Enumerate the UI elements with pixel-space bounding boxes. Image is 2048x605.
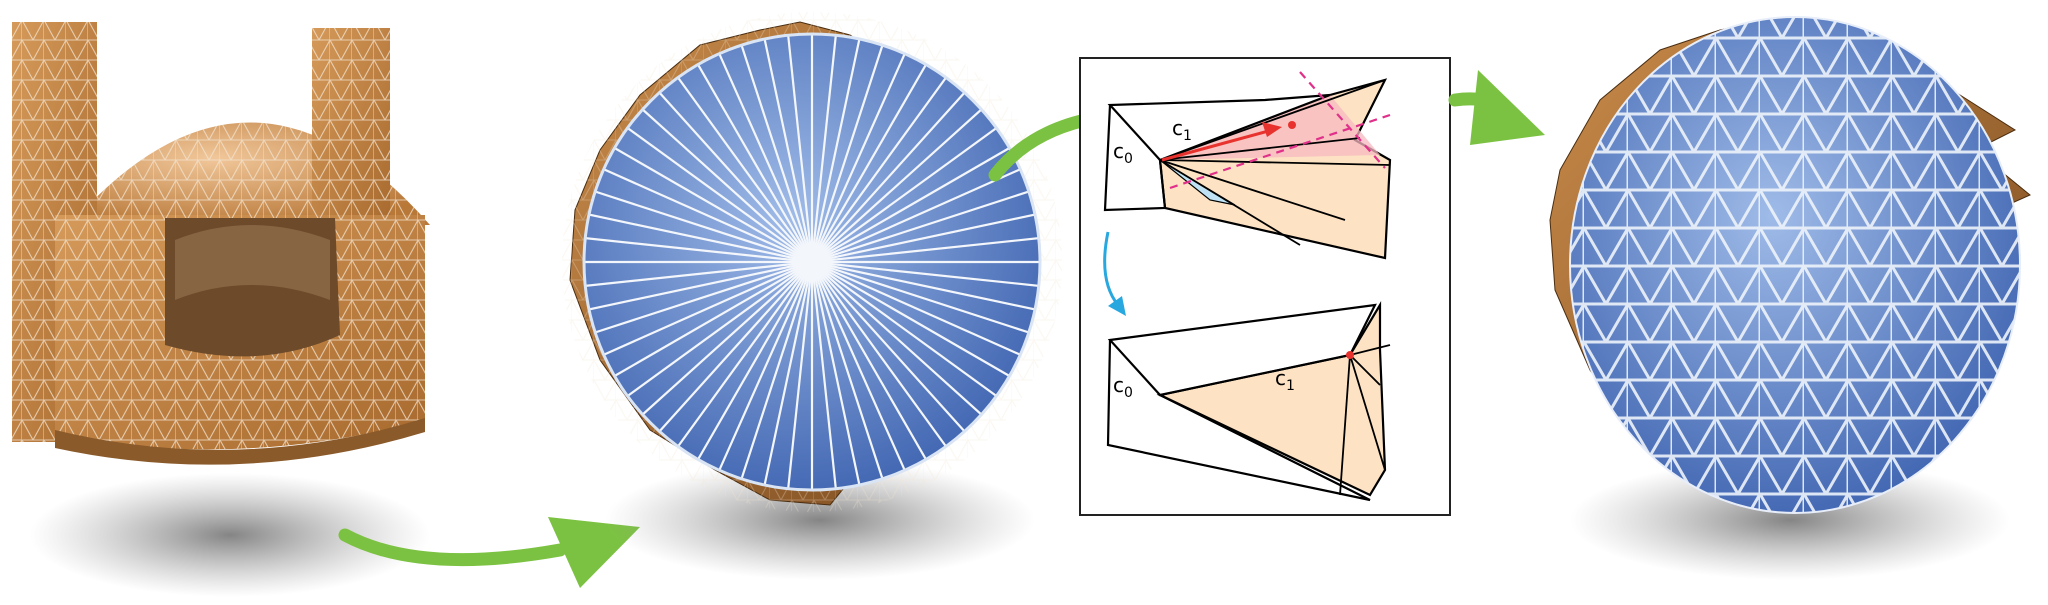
fan-edge [810, 38, 886, 263]
fan-edge [811, 260, 1040, 312]
fan-edge [588, 188, 813, 264]
fan-edge [738, 261, 814, 486]
fan-edge [621, 261, 813, 402]
fan-edge [588, 260, 813, 336]
fan-edge [584, 236, 813, 264]
fan-edge [811, 122, 1003, 263]
blue-curved-arrow [1103, 231, 1126, 316]
fan-edge [672, 261, 813, 453]
fan-edge [811, 236, 1040, 264]
fan-edge [738, 38, 814, 263]
inset-top: c0 c1 [1103, 71, 1392, 260]
fan-edge [811, 260, 1040, 288]
fan-edge [596, 260, 813, 359]
fan-edge [810, 46, 909, 263]
fan-edge [715, 46, 814, 263]
fan-edge [811, 71, 952, 263]
fan-edge [811, 57, 931, 263]
fan-edge [584, 260, 813, 288]
fan-edge [584, 212, 813, 264]
label-c0: c0 [1113, 139, 1133, 167]
fan-edge [811, 261, 1003, 402]
fan-edge [693, 57, 813, 263]
fan-edge [693, 261, 813, 467]
fan-edge [811, 165, 1028, 264]
fan-edge [811, 261, 988, 421]
fan-edge [621, 122, 813, 263]
fan-edge [811, 103, 988, 263]
remeshed-model [1549, 16, 2031, 580]
fan-edges [584, 34, 1040, 490]
fan-edge [596, 165, 813, 264]
fan-edge [811, 260, 1036, 336]
fan-edge [810, 34, 862, 263]
fan-edge [811, 143, 1017, 263]
shadow [30, 473, 430, 597]
fan-edge [811, 261, 1017, 381]
fan-edge [653, 86, 813, 263]
inset-diagram: c0 c1 c0 c1 [1079, 57, 1451, 516]
fan-triangulation-model [562, 12, 1062, 580]
fan-edge [811, 188, 1036, 264]
label-c1: c1 [1172, 116, 1192, 144]
red-ray-arrow [1161, 121, 1296, 162]
label-c0: c0 [1113, 373, 1133, 401]
inset-bottom: c0 c1 [1106, 301, 1391, 502]
label-c1: c1 [1275, 366, 1295, 394]
fan-edge [653, 261, 813, 438]
fan-edge [811, 260, 1028, 359]
green-arrow [1448, 70, 1545, 145]
fan-edge [811, 212, 1040, 264]
fan-edge [636, 261, 813, 421]
fan-edge [636, 103, 813, 263]
fan-edge [584, 260, 813, 312]
fan-edge [715, 261, 814, 478]
fan-edge [607, 261, 813, 381]
input-mesh-model [12, 22, 430, 597]
fan-edge [811, 261, 971, 438]
fan-edge [762, 261, 814, 490]
fan-edge [810, 261, 862, 490]
fan-edge [811, 261, 952, 453]
fan-edge [811, 86, 971, 263]
fan-edge [810, 261, 838, 490]
fan-edge [786, 261, 814, 490]
fan-edge [786, 34, 814, 263]
fan-edge [810, 261, 909, 478]
fan-edge [810, 34, 838, 263]
fan-edge [607, 143, 813, 263]
shadow [1570, 460, 2010, 580]
fan-edge [811, 261, 931, 467]
fan-edge [810, 261, 886, 486]
fan-edge [672, 71, 813, 263]
fan-edge [762, 34, 814, 263]
